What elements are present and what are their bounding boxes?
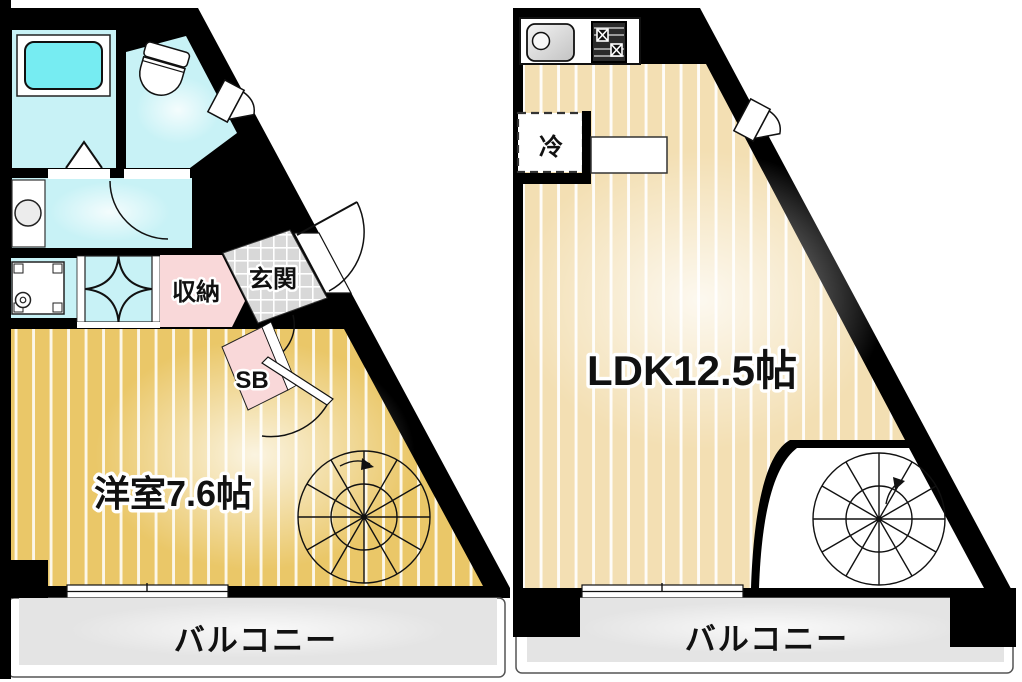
- balcony-1f: バルコニー: [7, 597, 506, 678]
- toilet-window: [206, 78, 255, 124]
- floor2-plan: 冷 LDK12.5帖: [513, 8, 1016, 674]
- kitchen-block: [590, 136, 668, 174]
- burner-icons: [596, 28, 623, 57]
- balcony-2f: バルコニー: [515, 597, 1014, 674]
- fridge-side-wall: [582, 111, 591, 183]
- balcony-1f-label: バルコニー: [174, 623, 338, 658]
- balcony-window-1f: [66, 583, 229, 599]
- toilet: [139, 41, 191, 96]
- faucet-icon: [531, 31, 551, 51]
- left-wall: [0, 0, 11, 679]
- floor1-plan: 収納 玄関 SB: [0, 0, 510, 679]
- balcony-window-2f: [581, 583, 744, 599]
- washer-sill: [77, 322, 160, 328]
- stove: [591, 21, 627, 63]
- fridge-label: 冷: [539, 133, 563, 161]
- shoebox-label: SB: [235, 367, 268, 394]
- washing-machine-pan: [11, 261, 65, 315]
- kitchen-sink: [526, 23, 575, 62]
- washbasin: [11, 179, 46, 248]
- bath-folding-door-icon: [65, 140, 103, 169]
- western-room-label: 洋室7.6帖: [94, 473, 252, 514]
- entrance-door: [293, 201, 365, 294]
- refrigerator: 冷: [516, 111, 585, 174]
- toilet-door-opening: [124, 169, 190, 179]
- toilet-door-arc: [109, 180, 169, 240]
- drain-icon: [14, 291, 32, 309]
- entrance-area: [222, 229, 328, 324]
- wall-step: [0, 560, 48, 598]
- balcony-wall-stub-left: [513, 588, 580, 637]
- entrance-label: 玄関: [249, 265, 297, 293]
- western-room-glow: [95, 340, 415, 570]
- stair-arrow-icon-2f: [893, 477, 905, 490]
- ldk-glow: [515, 150, 885, 450]
- washer-door-track-right: [151, 255, 161, 323]
- washer-space: [84, 255, 153, 323]
- hall-door: [261, 356, 334, 438]
- bathtub: [16, 34, 111, 97]
- balcony-wall-stub-right: [950, 588, 1016, 647]
- kitchen-counter: [519, 17, 641, 65]
- ldk-door: [732, 97, 781, 143]
- washer-door-track-left: [76, 255, 86, 323]
- spiral-staircase-2f: [812, 452, 946, 586]
- ldk-label: LDK12.5帖: [587, 347, 797, 394]
- closet-label: 収納: [172, 278, 220, 306]
- bath-door-opening: [48, 169, 110, 179]
- fridge-bottom-wall: [513, 173, 591, 184]
- stair-arrow-icon: [361, 458, 374, 470]
- spiral-staircase-1f: [297, 450, 431, 584]
- balcony-2f-label: バルコニー: [685, 622, 849, 657]
- washroom-glow: [50, 182, 170, 242]
- stair-room: [759, 448, 984, 588]
- closet: [160, 255, 245, 327]
